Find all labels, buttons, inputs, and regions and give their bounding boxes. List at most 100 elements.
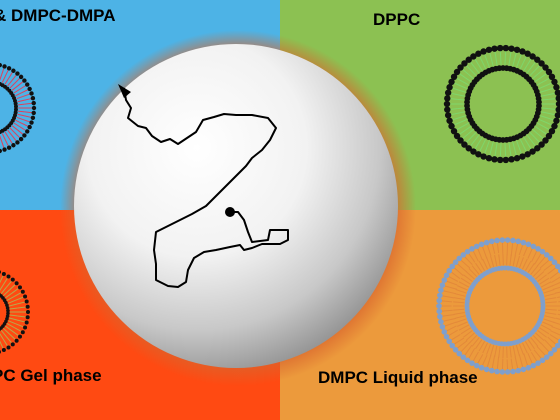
lipid-head [488,238,495,245]
trajectory-path [123,87,289,288]
lipid-head [31,110,36,116]
lipid-tail [486,140,490,148]
lipid-head [540,301,546,307]
lipid-tail [0,74,3,81]
lipid-tail [541,107,549,110]
lipid-tail [530,337,539,347]
lipid-tail [508,58,511,66]
lipid-head [30,96,36,101]
lipid-head [460,354,467,360]
lipid-tail [546,117,554,121]
lipid-tail [457,94,465,97]
lipid-tail [8,284,16,291]
lipid-head [1,271,6,276]
lipid-tail [537,81,544,86]
lipid-head [23,325,28,330]
lipid-tail [477,354,484,364]
lipid-tail [542,285,554,291]
lipid-tail [482,258,488,270]
lipid-head [6,311,10,316]
lipid-tail [457,107,465,110]
lipid-head [480,48,487,55]
lipid-head [465,56,472,63]
lipid-head [485,46,493,53]
lipid-tail [0,135,3,142]
lipid-head [548,73,556,81]
lipid-tail [14,78,20,84]
lipid-tail [7,80,13,87]
lipid-tail [24,102,32,105]
lipid-tail [540,73,547,79]
lipid-tail [0,287,7,294]
lipid-head [29,120,34,125]
lipid-tail [544,293,556,297]
lipid-tail [470,140,476,147]
lipid-tail [486,343,491,355]
lipid-tail [532,335,542,344]
lipid-tail [545,297,557,300]
lipid-head [542,64,549,71]
lipid-tail [462,122,469,127]
lipid-head [535,360,541,366]
lipid-head [504,237,511,243]
lipid-tail [8,137,13,144]
lipid-tail [455,289,467,294]
lipid-head [443,333,450,340]
lipid-head [465,145,472,152]
lipid-head [0,328,1,332]
lipid-tail [479,56,484,63]
lipid-tail [529,132,536,138]
lipid-head [480,153,487,160]
lipid-head [538,60,545,67]
lipid-head [25,304,30,309]
lipid-tail [17,103,25,106]
lipid-tail [474,142,480,150]
lipid-head [29,91,34,96]
lipid-tail [464,125,472,131]
lipid-tail [523,137,528,144]
lipid-tail [454,267,464,277]
lipid-head [448,122,455,130]
lipid-tail [463,330,473,338]
lipid-head [488,367,495,374]
lipid-tail [548,108,556,110]
lipid-head [464,357,471,364]
lipid-tail [464,77,472,83]
lipid-tail [479,145,484,152]
lipid-head [524,50,531,57]
lipid-tail [6,296,15,301]
lipid-head [461,141,468,148]
lipid-tail [454,293,466,297]
lipid-tail [496,356,500,369]
lipid-head [0,148,2,154]
lipid-tail [465,271,475,280]
lipid-head [452,346,459,353]
lipid-head [499,237,506,243]
label-dppc: DPPC [373,10,421,29]
lipid-tail [522,258,528,270]
lipid-tail [458,89,466,93]
lipid-head [14,281,19,286]
lipid-head [543,354,550,360]
lipid-head [469,360,475,366]
lipid-tail [8,72,13,79]
lipid-tail [17,315,26,318]
lipid-tail [527,339,535,350]
lipid-head [457,64,464,71]
lipid-tail [551,326,560,331]
lipid-tail [451,92,459,96]
lipid-tail [8,320,16,325]
lipid-head [504,369,511,375]
lipid-tail [490,141,494,149]
lipid-tail [541,98,549,101]
lipid-tail [17,81,23,87]
lipid-head [448,78,455,86]
lipid-tail [443,317,457,322]
lipid-tail [553,321,560,325]
lipid-tail [472,251,479,262]
lipid-tail [495,58,498,66]
lipid-head [11,143,16,148]
lipid-tail [532,129,539,135]
lipid-tail [531,251,538,262]
lipid-head [436,308,443,315]
